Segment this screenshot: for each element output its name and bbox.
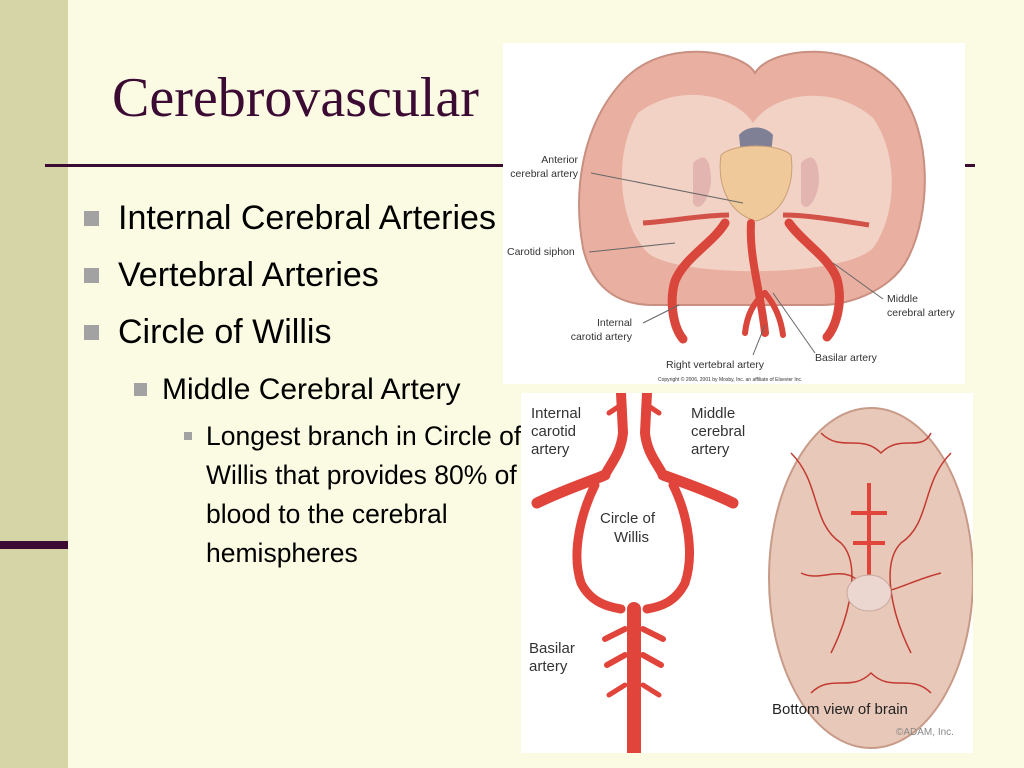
label-middle-cerebral-line3: artery [691,441,730,458]
label-bottom-view-of-brain: Bottom view of brain [772,701,908,718]
circle-of-willis-illustration: Internal carotid artery Middle cerebral … [521,388,974,760]
sub-sub-bullet-item: Longest branch in Circle of Willis that … [84,417,586,573]
bullet-list: Internal Cerebral Arteries Vertebral Art… [84,198,521,573]
label-circle-of-willis-line2: Willis [614,529,649,546]
bullet-item: Circle of Willis [84,312,504,353]
coronal-brain-svg: Anterior cerebral artery Carotid siphon … [507,50,955,383]
figure-copyright: Copyright © 2006, 2001 by Mosby, Inc. an… [658,376,802,383]
slide-title: Cerebrovascular [112,67,479,129]
bullet-item: Vertebral Arteries [84,255,504,296]
label-internal-carotid-line2: carotid artery [571,331,633,343]
label-middle-cerebral-line2: cerebral artery [887,307,955,319]
coronal-brain-illustration: Anterior cerebral artery Carotid siphon … [503,43,965,384]
label-middle-cerebral-line1: Middle [887,293,918,305]
label-internal-carotid-line1: Internal [597,317,632,329]
label-circle-of-willis-line1: Circle of [600,510,656,527]
bullet-text: Longest branch in Circle of Willis that … [206,421,522,568]
label-basilar-artery-line2: artery [529,658,568,675]
bullet-text: Vertebral Arteries [118,256,379,294]
label-right-vertebral-artery: Right vertebral artery [666,359,765,371]
bullet-text: Internal Cerebral Arteries [118,199,496,237]
bullet-text: Middle Cerebral Artery [162,373,461,406]
sidebar-accent-rule [0,541,68,549]
label-internal-carotid-line2: carotid [531,423,576,440]
bullet-square-icon [184,432,192,440]
circle-of-willis-svg: Internal carotid artery Middle cerebral … [529,388,974,760]
label-basilar-artery-line1: Basilar [529,640,575,657]
bullet-square-icon [84,325,99,340]
slide-sidebar-band [0,0,68,768]
label-basilar-artery: Basilar artery [815,352,878,364]
bullet-text: Circle of Willis [118,313,332,351]
label-internal-carotid-line1: Internal [531,405,581,422]
label-internal-carotid-line3: artery [531,441,570,458]
bullet-square-icon [134,383,147,396]
label-anterior-line1: Anterior [541,154,578,166]
label-carotid-siphon: Carotid siphon [507,246,575,258]
label-middle-cerebral-line1: Middle [691,405,735,422]
figure-adam-credit: ©ADAM, Inc. [896,727,954,738]
label-anterior-line2: cerebral artery [510,168,578,180]
label-middle-cerebral-line2: cerebral [691,423,745,440]
sub-bullet-item: Middle Cerebral Artery [84,369,504,410]
bullet-square-icon [84,268,99,283]
bullet-square-icon [84,211,99,226]
bullet-item: Internal Cerebral Arteries [84,198,504,239]
